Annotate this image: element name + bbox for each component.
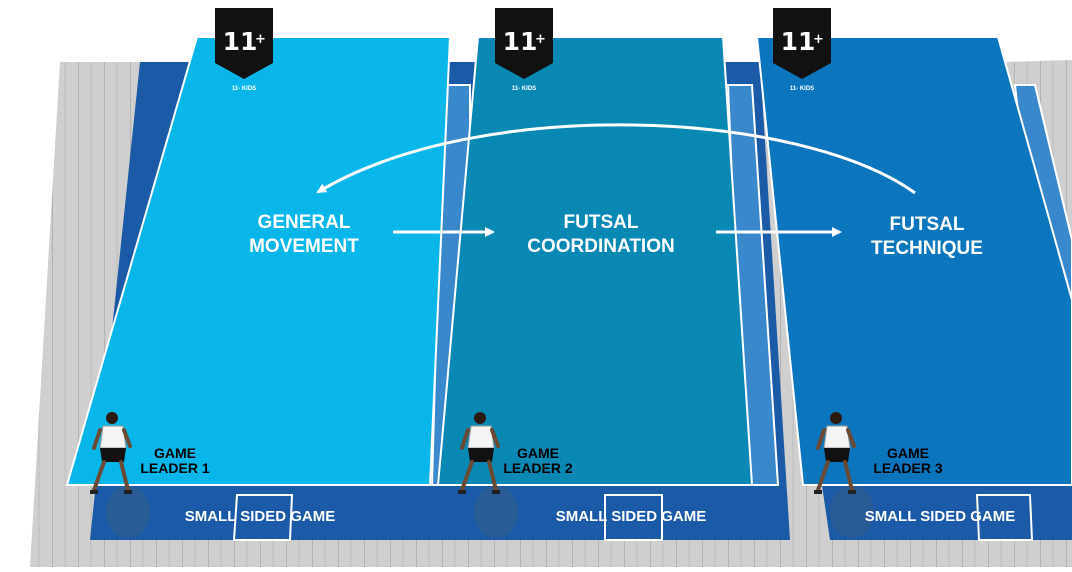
station-1-goal xyxy=(232,494,294,541)
station-1-small-sided-game: SMALL SIDED GAME xyxy=(185,508,336,525)
station-2-badge-plus: + xyxy=(535,32,546,47)
station-3-field xyxy=(755,36,1072,486)
station-2-11plus-badge xyxy=(495,8,553,79)
station-2-field xyxy=(436,36,754,486)
station-3: 11 + 11- KIDS FUTSAL TECHNIQUE GAME LEAD… xyxy=(755,8,1072,541)
station-1-field xyxy=(65,36,452,486)
station-3-leader-line1: GAME xyxy=(887,445,929,461)
game-leader-3-figure xyxy=(814,412,874,538)
station-3-leader-line2: LEADER 3 xyxy=(873,460,942,476)
station-1-title-line2: MOVEMENT xyxy=(249,236,359,257)
game-leader-1-figure xyxy=(90,412,150,538)
station-3-goal xyxy=(975,494,1034,541)
station-2-leader-line1: GAME xyxy=(517,445,559,461)
station-2-title-line1: FUTSAL xyxy=(564,212,639,233)
station-3-badge-plus: + xyxy=(813,32,824,47)
station-1-title-line1: GENERAL xyxy=(258,212,351,233)
station-1-leader-line2: LEADER 1 xyxy=(140,460,209,476)
station-3-small-sided-game: SMALL SIDED GAME xyxy=(865,508,1016,525)
station-1-leader-line1: GAME xyxy=(154,445,196,461)
game-leader-2-figure xyxy=(458,412,518,538)
station-1-badge-plus: + xyxy=(255,32,266,47)
station-3-title-line2: TECHNIQUE xyxy=(871,238,983,259)
arrow-technique-back-to-movement xyxy=(316,123,916,195)
station-3-title-line1: FUTSAL xyxy=(890,214,965,235)
station-1-badge-number: 11 xyxy=(223,27,258,56)
station-3-11plus-badge xyxy=(773,8,831,79)
station-1-kids-label: 11- KIDS xyxy=(232,86,256,92)
station-2-goal xyxy=(604,494,663,541)
station-2-small-sided-game: SMALL SIDED GAME xyxy=(556,508,707,525)
station-1: 11 + 11- KIDS GENERAL MOVEMENT GAME LEAD… xyxy=(65,8,478,541)
station-2-kids-label: 11- KIDS xyxy=(512,86,536,92)
station-3-badge-number: 11 xyxy=(781,27,816,56)
station-3-kids-label: 11- KIDS xyxy=(790,86,814,92)
station-2-title-line2: COORDINATION xyxy=(527,236,674,257)
station-1-11plus-badge xyxy=(215,8,273,79)
station-2-leader-line2: LEADER 2 xyxy=(503,460,572,476)
station-2-badge-number: 11 xyxy=(503,27,538,56)
station-2: 11 + 11- KIDS FUTSAL COORDINATION GAME L… xyxy=(436,8,790,541)
